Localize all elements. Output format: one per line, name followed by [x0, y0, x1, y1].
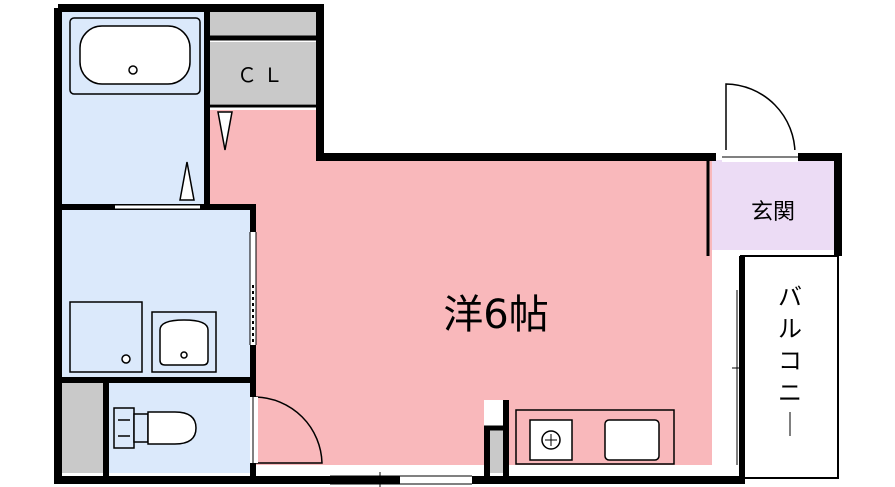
entrance-wall: [795, 153, 842, 256]
balcony-area: [740, 257, 836, 479]
closet-label: ＣＬ: [237, 63, 289, 87]
entrance-area: [712, 160, 834, 250]
outer-wall-top: [58, 4, 324, 104]
closet-sliding-door-icon: [217, 111, 233, 151]
western-room-label: 洋6帖: [443, 292, 548, 338]
toilet-door-swing-icon: [255, 396, 323, 464]
washing-machine-pan-icon: [69, 301, 143, 373]
washbasin-icon: [151, 311, 217, 373]
fixtures: [69, 17, 675, 465]
toilet-door-gap: [250, 397, 258, 463]
closet-area: [210, 42, 317, 104]
bathtub-icon: [69, 17, 201, 95]
entrance-door-swing-icon: [725, 83, 796, 157]
kitchen-sink-icon: [604, 419, 660, 461]
outer-wall-left: [54, 8, 400, 484]
balcony-label: バルコニ｜: [778, 283, 802, 439]
bath-sliding-door-icon: [179, 161, 195, 201]
balcony-rail: [740, 255, 839, 479]
kitchen-unit: [515, 409, 675, 465]
toilet-icon: [113, 407, 197, 449]
outer-wall: [316, 104, 716, 161]
storage-top: [210, 12, 317, 36]
storage-small: [489, 428, 505, 473]
doors: [115, 83, 798, 487]
entrance-label: 玄関: [751, 200, 795, 225]
labels: ＣＬ 洋6帖 玄関 バルコニ｜: [237, 63, 802, 439]
western-room-area: [207, 110, 712, 465]
entrance-door-gap: [722, 150, 798, 162]
storage-left-bottom: [62, 383, 106, 473]
